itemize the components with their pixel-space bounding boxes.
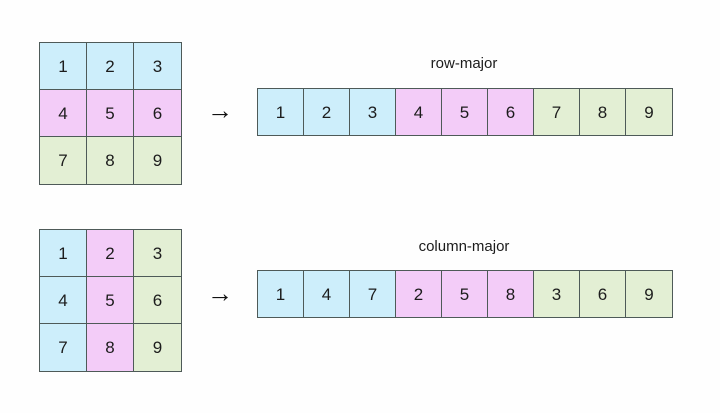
cell-value: 5 xyxy=(105,290,115,310)
cell-8: 8 xyxy=(87,324,134,371)
arrow-right-icon: → xyxy=(207,278,233,308)
cell-7: 7 xyxy=(534,89,580,135)
cell-value: 9 xyxy=(152,151,163,170)
cell-value: 2 xyxy=(105,56,115,76)
cell-value: 9 xyxy=(644,102,654,122)
cell-5: 5 xyxy=(87,90,134,137)
caption-row-major: row-major xyxy=(430,55,498,72)
cell-1: 1 xyxy=(258,271,304,317)
cell-6: 6 xyxy=(580,271,626,317)
cell-value: 5 xyxy=(105,103,115,123)
cell-1: 1 xyxy=(40,43,87,90)
cell-value: 7 xyxy=(367,284,378,304)
cell-value: 6 xyxy=(597,284,608,304)
cell-7: 7 xyxy=(40,137,87,184)
cell-9: 9 xyxy=(626,271,672,317)
cell-value: 8 xyxy=(105,151,115,170)
memory-strip-column-major: 1 4 7 2 5 8 3 6 9 xyxy=(257,270,673,318)
cell-value: 1 xyxy=(58,56,68,76)
cell-4: 4 xyxy=(304,271,350,317)
matrix-column-major: 1 2 3 4 5 6 7 8 9 xyxy=(39,229,182,372)
cell-7: 7 xyxy=(350,271,396,317)
cell-9: 9 xyxy=(134,324,181,371)
cell-9: 9 xyxy=(626,89,672,135)
cell-4: 4 xyxy=(40,90,87,137)
cell-6: 6 xyxy=(488,89,534,135)
cell-3: 3 xyxy=(350,89,396,135)
cell-3: 3 xyxy=(534,271,580,317)
cell-value: 6 xyxy=(505,102,516,122)
cell-6: 6 xyxy=(134,277,181,324)
cell-3: 3 xyxy=(134,43,181,90)
cell-5: 5 xyxy=(442,89,488,135)
cell-8: 8 xyxy=(488,271,534,317)
cell-2: 2 xyxy=(304,89,350,135)
cell-value: 5 xyxy=(459,102,470,122)
cell-value: 3 xyxy=(152,243,163,263)
cell-2: 2 xyxy=(396,271,442,317)
cell-5: 5 xyxy=(442,271,488,317)
cell-value: 1 xyxy=(58,243,68,263)
cell-value: 1 xyxy=(275,102,286,122)
matrix-row-major: 1 2 3 4 5 6 7 8 9 xyxy=(39,42,182,185)
caption-column-major: column-major xyxy=(418,238,510,255)
cell-value: 4 xyxy=(58,290,68,310)
cell-value: 1 xyxy=(275,284,286,304)
cell-1: 1 xyxy=(258,89,304,135)
cell-2: 2 xyxy=(87,230,134,277)
cell-value: 4 xyxy=(321,284,332,304)
memory-strip-row-major: 1 2 3 4 5 6 7 8 9 xyxy=(257,88,673,136)
cell-value: 7 xyxy=(551,102,562,122)
cell-value: 2 xyxy=(413,284,424,304)
cell-6: 6 xyxy=(134,90,181,137)
cell-1: 1 xyxy=(40,230,87,277)
cell-value: 8 xyxy=(597,102,608,122)
cell-value: 9 xyxy=(644,284,654,304)
cell-2: 2 xyxy=(87,43,134,90)
cell-8: 8 xyxy=(87,137,134,184)
cell-value: 3 xyxy=(551,284,562,304)
cell-value: 9 xyxy=(152,338,163,357)
cell-value: 2 xyxy=(105,243,115,263)
cell-7: 7 xyxy=(40,324,87,371)
cell-5: 5 xyxy=(87,277,134,324)
cell-4: 4 xyxy=(396,89,442,135)
cell-4: 4 xyxy=(40,277,87,324)
cell-value: 2 xyxy=(321,102,332,122)
cell-value: 8 xyxy=(505,284,516,304)
cell-value: 6 xyxy=(152,103,163,123)
cell-value: 4 xyxy=(58,103,68,123)
cell-9: 9 xyxy=(134,137,181,184)
cell-value: 3 xyxy=(367,102,378,122)
cell-value: 8 xyxy=(105,338,115,357)
cell-value: 7 xyxy=(58,338,68,357)
cell-8: 8 xyxy=(580,89,626,135)
cell-value: 5 xyxy=(459,284,470,304)
cell-3: 3 xyxy=(134,230,181,277)
arrow-right-icon: → xyxy=(207,95,233,125)
cell-value: 3 xyxy=(152,56,163,76)
cell-value: 4 xyxy=(413,102,424,122)
cell-value: 7 xyxy=(58,151,68,170)
cell-value: 6 xyxy=(152,290,163,310)
